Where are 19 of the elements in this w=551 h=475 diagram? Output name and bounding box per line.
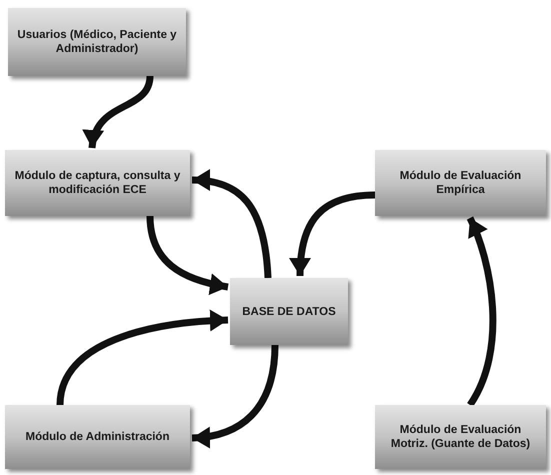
curved-arrow (290, 192, 376, 276)
box-label: BASE DE DATOS (242, 304, 336, 318)
box-label: Módulo de Evaluación Empírica (398, 169, 522, 197)
curved-arrow (56, 310, 228, 406)
process-box (5, 150, 190, 216)
curved-arrow (146, 216, 229, 295)
curved-arrow (192, 344, 278, 448)
curved-arrow (466, 216, 496, 407)
process-box (375, 405, 546, 469)
process-box (230, 278, 348, 345)
box-label: Módulo de captura, consulta y modificación ECE (14, 169, 182, 197)
process-box (375, 150, 546, 216)
curved-arrow (84, 76, 154, 149)
box-label: Usuarios (Médico, Paciente y Administrador) (16, 28, 178, 56)
box-label: Módulo de Evaluación Motriz. (Guante de Datos) (390, 423, 532, 451)
process-box (5, 405, 190, 469)
process-box (8, 8, 186, 76)
curved-arrow (192, 170, 272, 278)
box-label: Módulo de Administración (26, 430, 170, 444)
